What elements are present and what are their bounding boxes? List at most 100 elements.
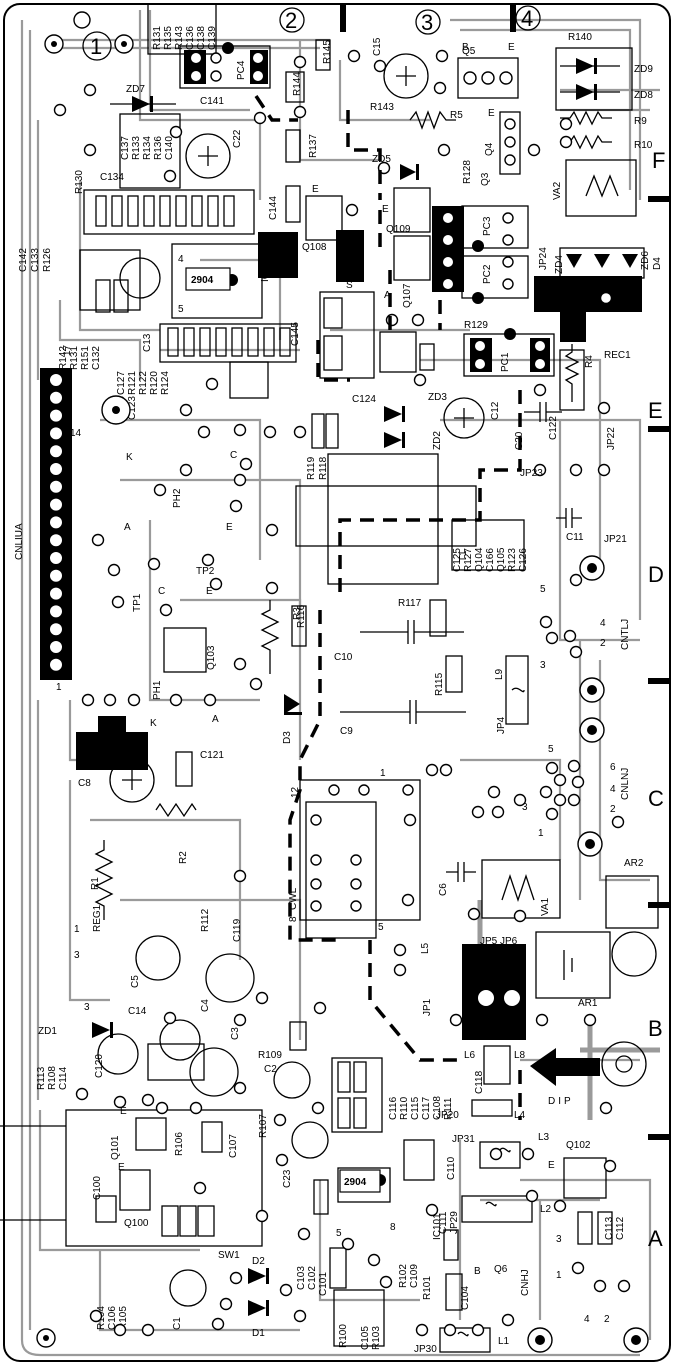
label-r115: R115: [434, 672, 445, 696]
via-pad: [159, 603, 173, 617]
label-d2: D2: [252, 1256, 265, 1267]
via-pad: [487, 785, 501, 799]
via-pad: [569, 463, 583, 477]
r113-stack-label-2: C114: [58, 1066, 69, 1090]
via-pad: [347, 49, 361, 63]
label-c5: C5: [130, 975, 141, 988]
via-pad: [239, 457, 253, 471]
mid-stack-label-0: R142: [58, 346, 69, 370]
via-pad: [153, 483, 167, 497]
via-pad: [209, 577, 223, 591]
cnliua-pin: [50, 569, 62, 582]
cnlnj-label: CNLNJ: [620, 768, 631, 800]
label-r100: R100: [338, 1324, 349, 1348]
cnhj-label: CNHJ: [520, 1269, 531, 1296]
top-stack-label-4: C138: [196, 26, 207, 50]
r121-stack-label-0: C127: [116, 371, 127, 395]
via-pad: [203, 693, 217, 707]
label-q108: Q108: [302, 242, 327, 253]
r121-stack-label-4: R124: [160, 371, 171, 395]
edge-letter-f: F: [652, 148, 665, 173]
via-pad: [127, 693, 141, 707]
c113-stack-label-1: C112: [615, 1216, 626, 1240]
via-pad: [583, 1013, 597, 1027]
label-c2: C2: [264, 1064, 277, 1075]
via-pad: [571, 775, 585, 789]
via-pad: [593, 1279, 607, 1293]
cnliua-pin: [50, 391, 62, 404]
component-bodies: [0, 39, 659, 1353]
label-ar1: AR1: [578, 998, 598, 1009]
label-d1: D1: [252, 1328, 265, 1339]
label-ar2: AR2: [624, 858, 644, 869]
label-pc2: PC2: [482, 264, 493, 284]
r104-stack-label-2: R105: [118, 1306, 129, 1330]
label-c101: C101: [318, 1272, 329, 1296]
c103-stack-label-0: C103: [296, 1266, 307, 1290]
label-zd4: ZD4: [554, 255, 565, 274]
pin-label-39: 4: [584, 1314, 590, 1325]
label-jp22: JP22: [606, 427, 617, 450]
label-q101: Q101: [110, 1135, 121, 1160]
via-pad: [163, 169, 177, 183]
section-marks: 1 2 3 4: [44, 5, 541, 61]
label-zd9: ZD9: [634, 64, 653, 75]
via-pad: [107, 563, 121, 577]
label-r126: R126: [42, 248, 53, 272]
label-l4: L4: [514, 1110, 526, 1121]
via-pad: [367, 1253, 381, 1267]
via-pad: [103, 693, 117, 707]
c103-stack-label-1: C102: [307, 1266, 318, 1290]
r121-stack-label-1: R121: [127, 371, 138, 395]
label-jp30: JP30: [414, 1344, 437, 1355]
via-pad: [563, 629, 577, 643]
cnliua-pin: [50, 374, 62, 386]
via-pad: [379, 1275, 393, 1289]
cnliua-pin: [50, 463, 62, 475]
edge-letter-d: D: [648, 562, 664, 587]
c116-stack-label-2: C115: [410, 1096, 421, 1120]
label-r119: R119: [306, 456, 317, 480]
pin-label-2: K: [126, 452, 133, 463]
label-zd7: ZD7: [126, 84, 145, 95]
via-pad: [91, 533, 105, 547]
via-pad: [255, 991, 269, 1005]
cnliua-pin: [50, 534, 62, 547]
label-zd6: ZD6: [640, 251, 651, 270]
label-r5: R5: [450, 110, 463, 121]
via-pad: [393, 963, 407, 977]
left-stack-label-1: R133: [131, 136, 142, 160]
via-pad: [311, 1101, 325, 1115]
via-pad: [569, 645, 583, 659]
label-r128: R128: [462, 160, 473, 184]
cwl-number: 8: [288, 916, 299, 922]
via-pad: [533, 463, 547, 477]
edge-letter-a: A: [648, 1226, 663, 1251]
label-c110: C110: [446, 1156, 457, 1180]
label-r117: R117: [398, 598, 422, 609]
cnliua-pin: [50, 587, 62, 600]
label-r106: R106: [174, 1132, 185, 1156]
via-pad: [443, 1323, 457, 1337]
left-stack-label-0: C137: [120, 136, 131, 160]
label-q103: Q103: [206, 645, 217, 670]
label-zd5: ZD5: [372, 154, 391, 165]
top-stack-label-3: C136: [185, 26, 196, 50]
label-r145: R145: [322, 40, 333, 64]
label-c15: C15: [372, 37, 383, 56]
via-pad: [415, 1323, 429, 1337]
via-pad: [197, 425, 211, 439]
top-stack-label-2: R143: [174, 26, 185, 50]
pin-label-36: E: [548, 1160, 555, 1171]
pin-label-29: S: [346, 280, 353, 291]
t1-stack-label-6: C126: [518, 548, 529, 572]
via-pad: [255, 1209, 269, 1223]
r121-stack-label-3: R120: [149, 371, 160, 395]
via-pad: [567, 759, 581, 773]
label-ic102: IC102: [260, 255, 271, 282]
label-c20: C20: [514, 431, 525, 450]
pin-label-20: 3: [540, 660, 546, 671]
c105-stack-label-1: R103: [371, 1326, 382, 1350]
pin-label-42: 8: [390, 1222, 396, 1233]
